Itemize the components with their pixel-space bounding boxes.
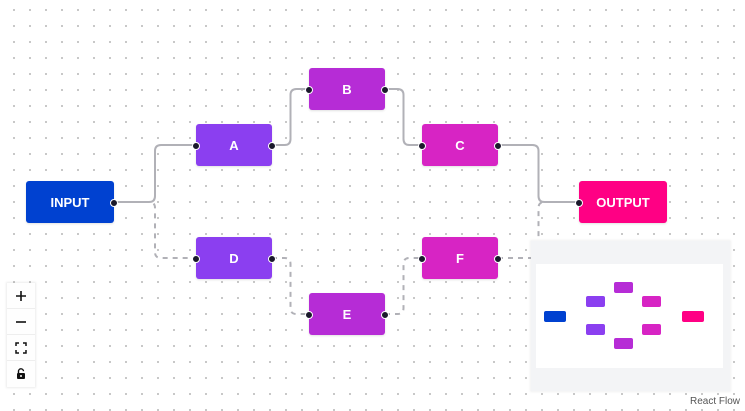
node-c[interactable]: C xyxy=(418,124,502,166)
minimap-canvas xyxy=(536,264,723,368)
minimap-node-d xyxy=(586,324,605,335)
node-f[interactable]: F xyxy=(418,237,502,279)
react-flow-attribution[interactable]: React Flow xyxy=(687,395,742,408)
source-handle[interactable] xyxy=(494,142,502,150)
target-handle[interactable] xyxy=(575,199,583,207)
node-output[interactable]: OUTPUT xyxy=(575,181,667,223)
lock-button[interactable] xyxy=(7,361,35,387)
edge-b-c[interactable] xyxy=(385,88,422,146)
minimap[interactable] xyxy=(531,241,730,391)
node-label: E xyxy=(342,306,352,322)
plus-icon xyxy=(16,290,26,301)
minimap-node-e xyxy=(614,338,633,349)
node-label: OUTPUT xyxy=(596,194,650,210)
unlock-icon xyxy=(17,368,25,379)
node-label: F xyxy=(456,250,464,266)
target-handle[interactable] xyxy=(305,311,313,319)
zoom-in-button[interactable] xyxy=(7,283,35,309)
node-d[interactable]: D xyxy=(192,237,276,279)
minimap-node-a xyxy=(586,296,605,307)
zoom-out-button[interactable] xyxy=(7,309,35,335)
minimap-node-input xyxy=(544,311,566,322)
minus-icon xyxy=(16,320,26,323)
target-handle[interactable] xyxy=(192,255,200,263)
node-b[interactable]: B xyxy=(305,68,389,110)
source-handle[interactable] xyxy=(268,255,276,263)
node-label: C xyxy=(455,137,465,153)
source-handle[interactable] xyxy=(494,255,502,263)
minimap-node-f xyxy=(642,324,661,335)
node-a[interactable]: A xyxy=(192,124,276,166)
source-handle[interactable] xyxy=(381,86,389,94)
edge-e-f[interactable] xyxy=(385,257,422,315)
minimap-node-c xyxy=(642,296,661,307)
node-input[interactable]: INPUT xyxy=(26,181,118,223)
minimap-node-b xyxy=(614,282,633,293)
node-label: A xyxy=(229,137,239,153)
node-label: B xyxy=(342,81,352,97)
edge-c-output[interactable] xyxy=(498,144,579,203)
target-handle[interactable] xyxy=(305,86,313,94)
target-handle[interactable] xyxy=(418,142,426,150)
minimap-node-output xyxy=(682,311,704,322)
target-handle[interactable] xyxy=(192,142,200,150)
source-handle[interactable] xyxy=(110,199,118,207)
edge-input-a[interactable] xyxy=(114,144,196,203)
node-label: D xyxy=(229,250,239,266)
flow-controls xyxy=(7,283,35,387)
edge-a-b[interactable] xyxy=(272,88,309,146)
source-handle[interactable] xyxy=(268,142,276,150)
fit-view-icon xyxy=(15,341,27,354)
source-handle[interactable] xyxy=(381,311,389,319)
edge-d-e[interactable] xyxy=(272,257,309,315)
node-e[interactable]: E xyxy=(305,293,389,335)
fit-view-button[interactable] xyxy=(7,335,35,361)
edge-input-d[interactable] xyxy=(114,201,196,259)
node-label: INPUT xyxy=(50,194,90,210)
target-handle[interactable] xyxy=(418,255,426,263)
